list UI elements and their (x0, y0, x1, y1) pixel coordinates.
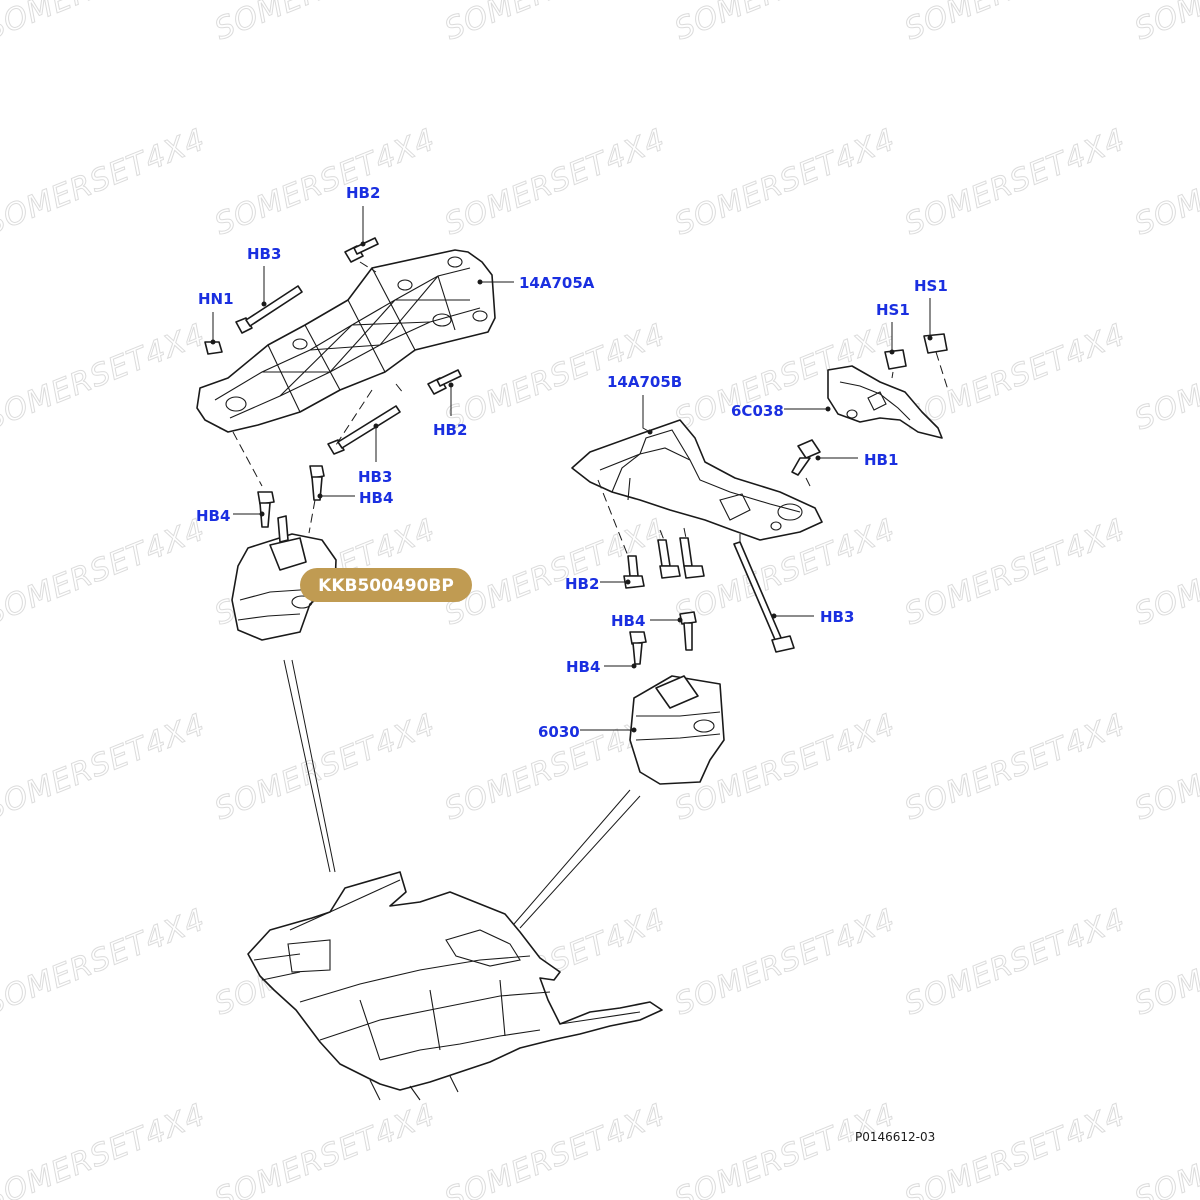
callout-hb4-right-a[interactable]: HB4 (611, 612, 645, 630)
assembly-line (308, 499, 316, 534)
watermark-text: SOMERSET4X4 (900, 512, 1130, 632)
watermark-text: SOMERSET4X4 (900, 902, 1130, 1022)
watermark-text: SOMERSET4X4 (210, 122, 440, 242)
callout-hb2-top[interactable]: HB2 (346, 184, 380, 202)
callout-hb4-left-a[interactable]: HB4 (196, 507, 230, 525)
engine-mount-icon (231, 515, 337, 641)
callout-hb2-mid[interactable]: HB2 (433, 421, 467, 439)
callout-hs1-b[interactable]: HS1 (914, 277, 948, 295)
figure-id: P0146612-03 (855, 1130, 935, 1144)
watermark-text: SOMERSET4X4 (1130, 317, 1200, 437)
watermark-text: SOMERSET4X4 (670, 1097, 900, 1200)
watermark-text: SOMERSET4X4 (440, 0, 670, 47)
watermark-text: SOMERSET4X4 (1130, 707, 1200, 827)
callout-6030[interactable]: 6030 (538, 723, 580, 741)
watermark-text: SOMERSET4X4 (440, 1097, 670, 1200)
assembly-line (805, 477, 813, 491)
assembly-line (935, 351, 949, 391)
watermark-text: SOMERSET4X4 (670, 122, 900, 242)
assembly-line (659, 529, 665, 541)
watermark-text: SOMERSET4X4 (0, 1097, 210, 1200)
watermark-text: SOMERSET4X4 (1130, 0, 1200, 47)
watermark-text: SOMERSET4X4 (0, 122, 210, 242)
callout-6c038[interactable]: 6C038 (731, 402, 784, 420)
bolt-icon (204, 237, 462, 455)
watermark-text: SOMERSET4X4 (900, 707, 1130, 827)
watermark-text: SOMERSET4X4 (440, 122, 670, 242)
callout-hb3-right[interactable]: HB3 (820, 608, 854, 626)
watermark-text: SOMERSET4X4 (210, 1097, 440, 1200)
callout-hb4-left-b[interactable]: HB4 (359, 489, 393, 507)
assembly-line (891, 371, 894, 379)
callout-hb2-right[interactable]: HB2 (565, 575, 599, 593)
watermark-text: SOMERSET4X4 (1130, 902, 1200, 1022)
engine-mount-icon (629, 675, 725, 785)
watermark-text: SOMERSET4X4 (0, 707, 210, 827)
watermark-text: SOMERSET4X4 (0, 902, 210, 1022)
assembly-line (395, 383, 405, 395)
part-number-badge[interactable]: KKB500490BP (300, 568, 472, 602)
locator-pointer (513, 789, 641, 929)
callout-hn1[interactable]: HN1 (198, 290, 234, 308)
watermark-text: SOMERSET4X4 (0, 0, 210, 47)
callout-14a705a[interactable]: 14A705A (519, 274, 595, 292)
bolt-icon (623, 537, 795, 665)
locator-pointer (283, 659, 336, 873)
watermark-text: SOMERSET4X4 (1130, 512, 1200, 632)
watermark-text: SOMERSET4X4 (900, 0, 1130, 47)
leader-dots (210, 241, 933, 733)
assembly-line (683, 527, 687, 539)
assembly-line (232, 431, 263, 487)
watermark-text: SOMERSET4X4 (1130, 1097, 1200, 1200)
watermark-text: SOMERSET4X4 (0, 317, 210, 437)
heat-shield-icon (827, 365, 943, 439)
callout-hb3-mid[interactable]: HB3 (358, 468, 392, 486)
callout-hb1[interactable]: HB1 (864, 451, 898, 469)
bolt-icon (791, 439, 821, 476)
callout-labels: HB2 HB3 HN1 14A705A HB2 HB3 HB4 HB4 HS1 … (196, 184, 948, 741)
nut-icon (884, 333, 948, 370)
assembly-line (359, 261, 377, 273)
watermark-text: SOMERSET4X4 (900, 122, 1130, 242)
watermark-text: SOMERSET4X4 (670, 0, 900, 47)
badge-background (300, 568, 472, 602)
callout-hb4-right-b[interactable]: HB4 (566, 658, 600, 676)
chassis-frame-icon (247, 871, 663, 1101)
bracket-icon (196, 249, 496, 433)
watermark-text: SOMERSET4X4 (210, 0, 440, 47)
assembly-line (335, 389, 373, 446)
bracket-icon (571, 419, 823, 541)
bolt-icon (257, 465, 325, 528)
callout-14a705b[interactable]: 14A705B (607, 373, 682, 391)
watermark-text: SOMERSET4X4 (670, 902, 900, 1022)
watermark-text: SOMERSET4X4 (210, 707, 440, 827)
badge-part-number: KKB500490BP (318, 576, 454, 596)
watermark-text: SOMERSET4X4 (900, 1097, 1130, 1200)
watermark-text: SOMERSET4X4 (1130, 122, 1200, 242)
callout-hb3-top[interactable]: HB3 (247, 245, 281, 263)
watermark-text: SOMERSET4X4 (0, 512, 210, 632)
callout-hs1-a[interactable]: HS1 (876, 301, 910, 319)
